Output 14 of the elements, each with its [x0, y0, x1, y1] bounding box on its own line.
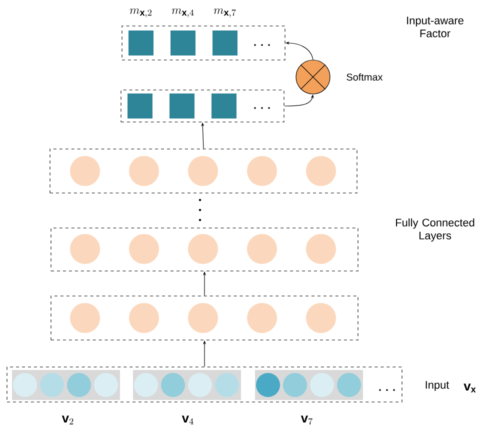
layer-box	[50, 148, 358, 194]
vector-symbol: $\mathbf{v}_{\mathbf{x}}$	[464, 384, 476, 392]
layer-box	[122, 26, 286, 60]
vector-label: $\mathbf{v}_{2}$	[62, 416, 74, 424]
layer-box	[120, 90, 284, 122]
section-label: Input-aware Factor	[407, 16, 464, 38]
input-label: Input	[426, 381, 450, 391]
side-label: Softmax	[346, 73, 383, 81]
vector-label: $\mathbf{v}_{4}$	[182, 416, 194, 424]
layer-box	[50, 296, 358, 340]
section-label: Fully Connected Layers	[396, 218, 474, 242]
layer-box	[6, 366, 402, 402]
vector-label: $\mathbf{v}_{7}$	[300, 416, 313, 425]
layer-box	[50, 228, 358, 272]
